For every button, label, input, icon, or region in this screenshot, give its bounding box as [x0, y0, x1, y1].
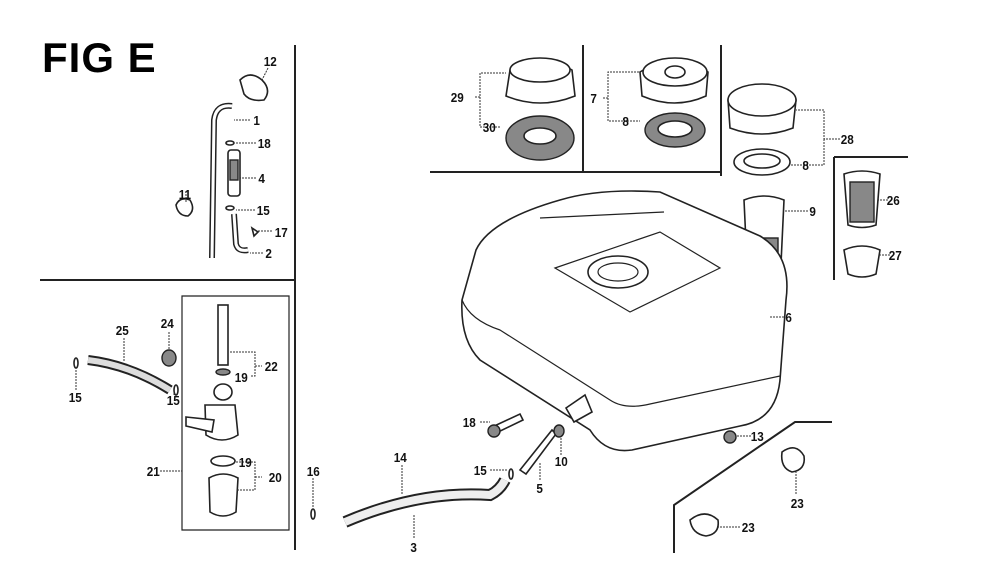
callout-6: 6: [785, 310, 792, 325]
callout-29: 29: [450, 90, 464, 105]
callout-15: 15: [256, 203, 270, 218]
fuel-valve-assembly: [73, 304, 239, 517]
callout-1: 1: [253, 113, 260, 128]
callout-16: 16: [306, 464, 320, 479]
callout-22: 22: [264, 359, 278, 374]
fuel-tank: [461, 190, 788, 452]
callout-5: 5: [536, 481, 543, 496]
callout-15: 15: [166, 393, 180, 408]
callout-23: 23: [741, 520, 755, 535]
section-dividers: [40, 45, 908, 553]
callout-19: 19: [238, 455, 252, 470]
leader-lines: [75, 67, 890, 538]
callout-13: 13: [750, 429, 764, 444]
callout-24: 24: [160, 316, 174, 331]
fuel-line-assembly: [175, 74, 269, 259]
callout-12: 12: [263, 54, 277, 69]
callout-30: 30: [482, 120, 496, 135]
figure-title: FIG E: [42, 34, 157, 81]
callout-23: 23: [790, 496, 804, 511]
callout-8: 8: [802, 158, 809, 173]
callout-19: 19: [234, 370, 248, 385]
callout-28: 28: [840, 132, 854, 147]
fuel-hose-and-fittings: [310, 412, 806, 537]
fuel-caps: [505, 57, 797, 176]
callout-3: 3: [410, 540, 417, 555]
callout-27: 27: [888, 248, 902, 263]
callout-9: 9: [809, 204, 816, 219]
callout-18: 18: [462, 415, 476, 430]
callout-18: 18: [257, 136, 271, 151]
callout-15: 15: [473, 463, 487, 478]
callout-26: 26: [886, 193, 900, 208]
callout-17: 17: [274, 225, 288, 240]
callout-15: 15: [68, 390, 82, 405]
callout-25: 25: [115, 323, 129, 338]
callout-7: 7: [590, 91, 597, 106]
callout-11: 11: [178, 187, 192, 202]
callout-20: 20: [268, 470, 282, 485]
callout-21: 21: [146, 464, 160, 479]
callout-14: 14: [393, 450, 407, 465]
callout-4: 4: [258, 171, 265, 186]
callout-8: 8: [622, 114, 629, 129]
callout-2: 2: [265, 246, 272, 261]
callout-10: 10: [554, 454, 568, 469]
